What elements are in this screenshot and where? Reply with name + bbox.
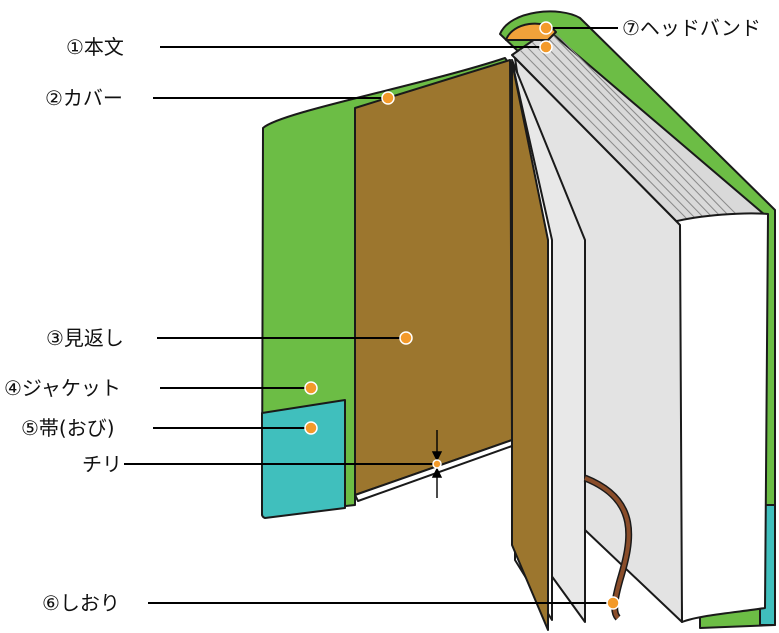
leader-chiri	[124, 459, 442, 469]
label-endpaper: ③見返し	[46, 326, 124, 350]
marker-endpaper	[399, 331, 413, 345]
marker-text-block	[539, 40, 553, 54]
leader-endpaper	[157, 331, 413, 345]
leader-band	[153, 421, 318, 435]
marker-jacket	[304, 381, 318, 395]
label-bookmark: ⑥しおり	[42, 591, 120, 615]
marker-cover	[381, 91, 395, 105]
label-cover: ②カバー	[45, 86, 123, 110]
endpaper	[354, 59, 513, 502]
marker-bookmark	[606, 596, 620, 610]
leader-bookmark	[148, 596, 620, 610]
leader-headband	[539, 21, 618, 35]
label-band: ⑤帯(おび)	[21, 416, 115, 440]
marker-chiri	[432, 459, 442, 469]
label-headband: ⑦ヘッドバンド	[622, 16, 761, 40]
chiri-arrows	[431, 430, 443, 498]
band	[261, 399, 346, 519]
marker-band	[304, 421, 318, 435]
label-jacket: ④ジャケット	[4, 376, 121, 400]
label-chiri: チリ	[82, 452, 122, 476]
leader-text-block	[160, 40, 553, 54]
leader-jacket	[160, 381, 318, 395]
marker-headband	[539, 21, 553, 35]
label-text-block: ①本文	[66, 35, 124, 59]
leader-cover	[153, 91, 395, 105]
